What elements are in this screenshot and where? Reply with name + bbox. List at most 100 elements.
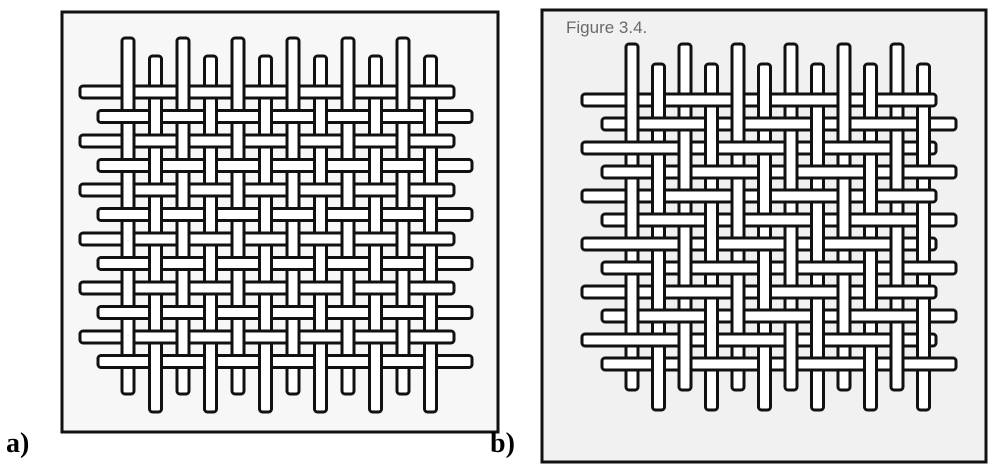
warp-over-point [177,327,189,347]
warp-over-point [864,162,877,182]
warp-over-point [259,155,272,176]
warp-over-point [259,351,272,372]
warp-over-point [177,229,189,249]
weft-over-point [421,233,440,245]
warp-over-point [149,204,162,225]
warp-over-point [705,306,718,326]
warp-over-point [652,282,665,302]
warp-over-point [811,306,824,326]
warp-over-point [917,114,930,134]
weft-over-point [914,190,933,202]
warp-over-point [838,186,850,206]
warp-over-point [891,354,903,374]
weft-over-point [119,355,137,368]
warp-over-point [864,282,877,302]
weft-over-point [808,286,827,298]
warp-over-point [287,131,299,151]
warp-over-point [149,351,162,372]
warp-over-point [785,162,797,182]
warp-over-point [758,186,771,206]
weft-over-point [394,306,412,319]
weft-over-point [256,135,275,147]
warp-over-point [891,234,903,254]
weft-over-point [702,262,721,274]
weft-over-point [676,118,694,130]
warp-over-point [397,278,409,298]
weft-over-point [755,238,774,250]
warp-over-point [287,180,299,200]
weft-over-point [861,142,880,154]
warp-over-point [917,330,930,350]
warp-over-point [342,327,354,347]
warp-over-point [838,114,850,134]
warp-over-point [177,180,189,200]
warp-over-point [732,282,744,302]
warp-over-point [705,114,718,134]
warp-over-point [424,204,437,225]
warp-over-point [705,330,718,350]
warp-over-point [732,114,744,134]
warp-over-point [287,278,299,298]
weft-over-point [808,358,827,370]
warp-over-point [424,302,437,323]
panel-a-label: a) [6,428,30,459]
weft-over-point [394,110,412,123]
warp-over-point [369,302,382,323]
weft-over-point [421,282,440,294]
weft-over-point [835,142,853,154]
warp-over-point [917,234,930,254]
weft-over-point [146,86,165,98]
weft-over-point [623,166,641,178]
warp-over-point [679,162,691,182]
weft-over-point [339,159,357,172]
warp-over-point [342,82,354,102]
weft-over-point [676,214,694,226]
interlacing-points [623,90,933,374]
warp-over-point [758,282,771,302]
panel-b-label: b) [490,428,515,459]
warp-over-point [397,327,409,347]
warp-over-point [149,302,162,323]
warp-over-point [369,106,382,127]
warp-over-point [811,210,824,230]
weft-over-point [284,110,302,123]
warp-over-point [177,131,189,151]
weft-over-point [861,334,880,346]
warp-over-point [785,354,797,374]
weft-over-point [649,310,668,322]
warp-over-point [232,82,244,102]
warp-over-point [287,229,299,249]
warp-over-point [204,351,217,372]
weft-over-point [339,110,357,123]
warp-over-point [652,258,665,278]
weft-over-point [649,142,668,154]
weft-over-point [782,214,800,226]
weft-over-point [782,118,800,130]
warp-over-point [652,354,665,374]
warp-over-point [149,106,162,127]
weft-over-point [366,184,385,196]
warp-over-point [652,186,665,206]
weft-over-point [394,257,412,270]
weft-over-point [311,233,330,245]
weft-over-point [421,86,440,98]
weft-over-point [861,310,880,322]
weft-over-point [755,214,774,226]
weft-over-point [174,257,192,270]
warp-over-point [891,330,903,350]
weft-over-point [394,355,412,368]
warp-over-point [232,131,244,151]
weft-over-point [782,94,800,106]
weft-over-point [119,208,137,221]
weft-over-point [284,257,302,270]
weft-over-point [201,135,220,147]
warp-over-point [397,82,409,102]
warp-over-point [626,114,638,134]
weft-over-point [888,118,906,130]
weft-over-point [888,310,906,322]
warp-over-point [811,114,824,134]
weft-over-point [256,184,275,196]
warp-over-point [232,278,244,298]
weft-over-point [229,208,247,221]
weft-over-point [914,358,933,370]
